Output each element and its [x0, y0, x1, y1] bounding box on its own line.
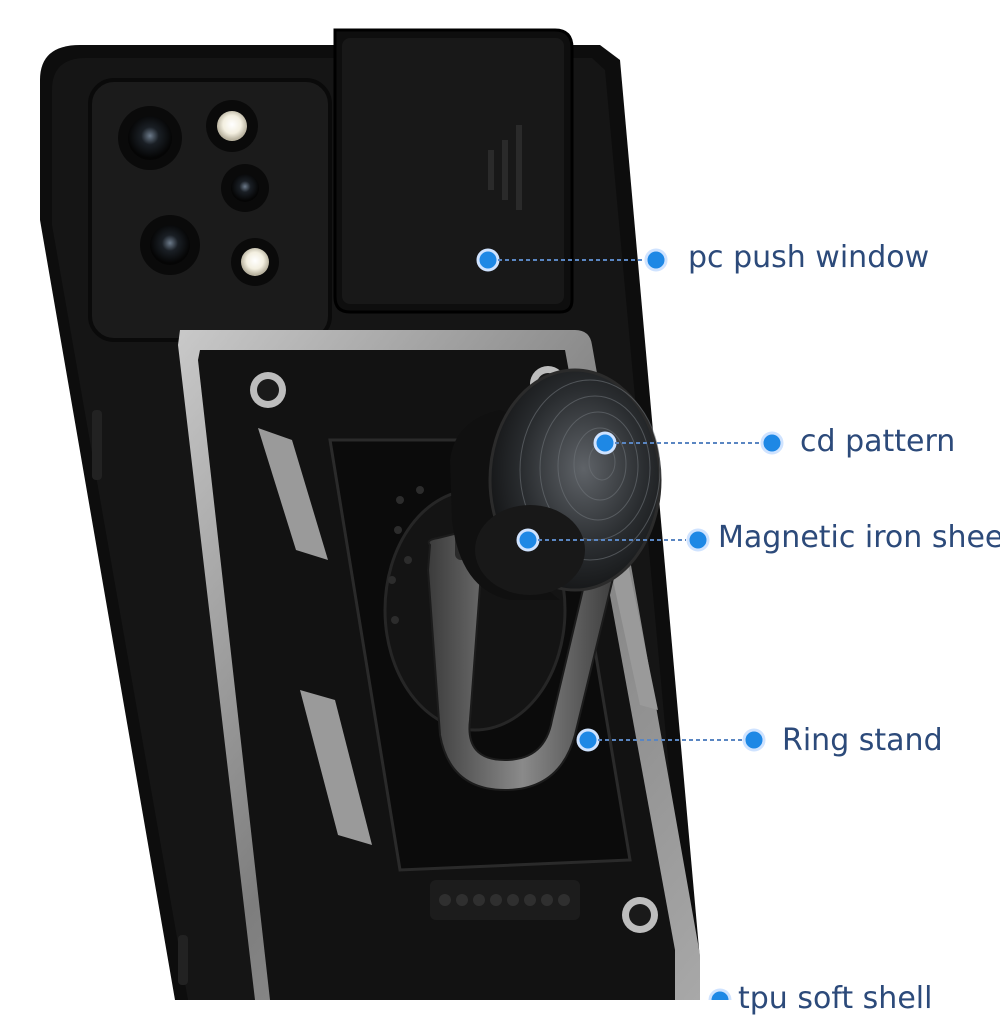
callout-push-window [476, 248, 668, 272]
label-pc-push-window: pc push window [688, 240, 930, 275]
camera-module [88, 78, 332, 342]
label-magnetic-iron-sheet: Magnetic iron sheet [718, 520, 1000, 555]
label-ring-stand: Ring stand [782, 723, 943, 758]
callout-bottom-partial [708, 988, 732, 1000]
push-window-slider [333, 28, 574, 314]
label-bottom-partial: tpu soft shell [738, 981, 933, 1016]
callout-ring-stand [576, 728, 766, 752]
callout-cd-pattern [593, 431, 784, 455]
label-cd-pattern: cd pattern [800, 424, 956, 459]
callout-magnetic-sheet [516, 528, 710, 552]
